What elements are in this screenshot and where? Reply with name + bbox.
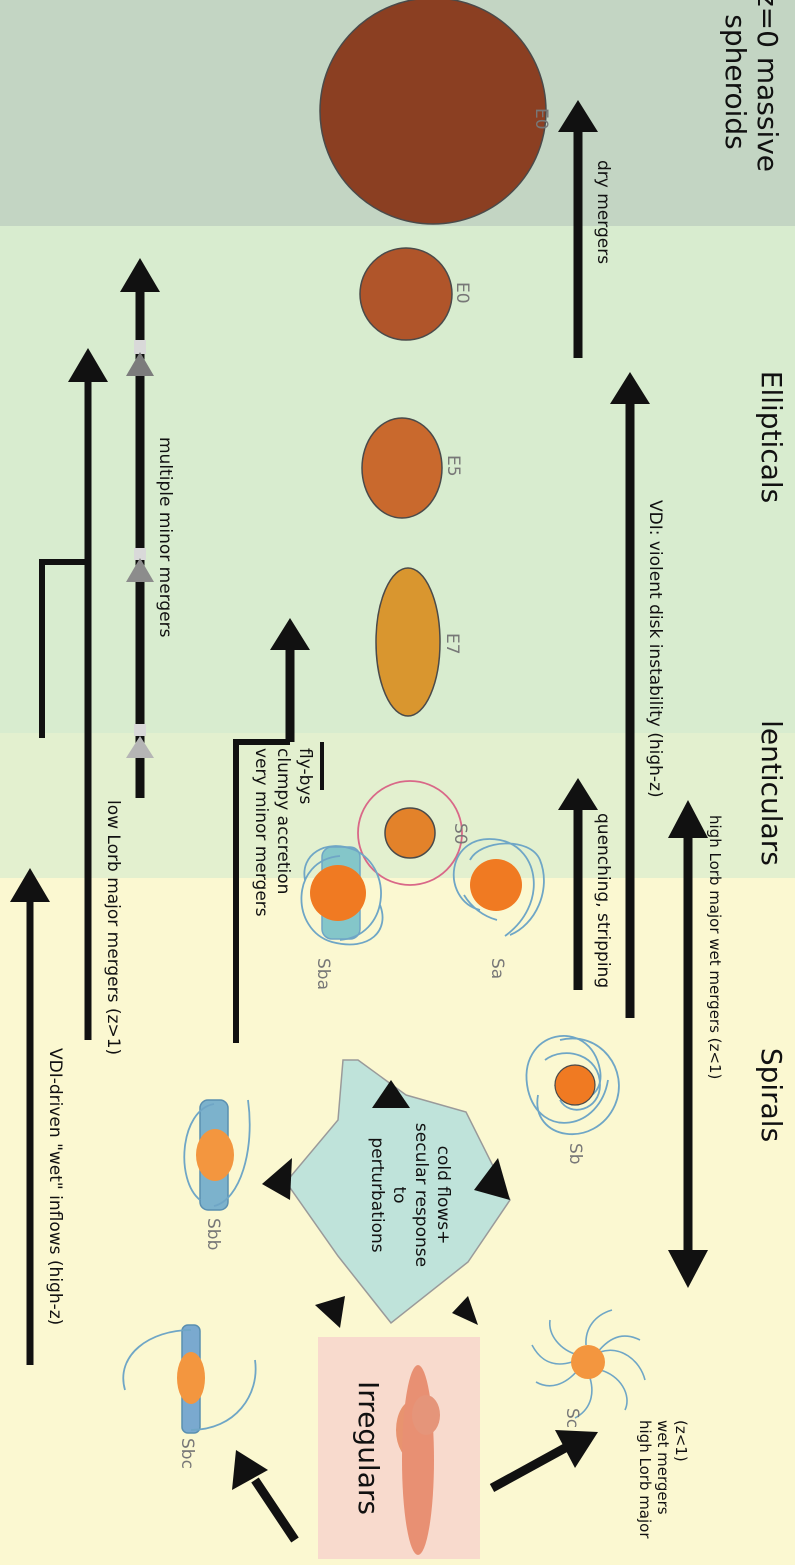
high-lorb-irr-line-1: high Lorb major bbox=[636, 1420, 654, 1539]
e0-massive-label: E0 bbox=[531, 108, 551, 130]
sbb-label: Sbb bbox=[203, 1218, 223, 1250]
minor-mergers-label: multiple minor mergers bbox=[155, 437, 175, 638]
sbc-label: Sbc bbox=[177, 1438, 197, 1469]
flyby-line-3: very minor mergers bbox=[251, 748, 271, 917]
quenching-label: quenching, stripping bbox=[593, 813, 613, 988]
zone-ellipticals: Ellipticals bbox=[755, 371, 788, 503]
e7-galaxy bbox=[376, 568, 440, 716]
vdi-label: VDI: violent disk instability (high-z) bbox=[645, 500, 665, 798]
zone-massive-text-2: spheroids bbox=[719, 14, 752, 150]
high-lorb-irr-line-2: wet mergers bbox=[654, 1420, 672, 1515]
flyby-line-1: fly-bys bbox=[295, 748, 315, 804]
zone-spirals: Spirals bbox=[755, 1048, 788, 1142]
zone-irregulars: Irregulars bbox=[352, 1381, 385, 1515]
sc-label: Sc bbox=[562, 1408, 582, 1428]
s0-label: S0 bbox=[450, 823, 470, 845]
star-line-4: perturbations bbox=[367, 1137, 387, 1252]
e5-galaxy bbox=[362, 418, 442, 518]
zone-lenticulars: lenticulars bbox=[755, 720, 788, 866]
star-line-1: cold flows+ bbox=[433, 1146, 453, 1245]
star-line-2: secular response bbox=[411, 1123, 431, 1267]
e0-massive-galaxy bbox=[320, 0, 546, 224]
zone-massive-text: z=0 massive bbox=[751, 0, 784, 172]
star-line-3: to bbox=[389, 1186, 409, 1203]
s0-bulge bbox=[385, 808, 435, 858]
wet-inflows-label: VDI-driven "wet" inflows (high-z) bbox=[45, 1048, 65, 1325]
low-lorb-label: low Lorb major mergers (z>1) bbox=[103, 800, 123, 1055]
dry-mergers-label: dry mergers bbox=[593, 160, 613, 264]
sb-label: Sb bbox=[565, 1143, 585, 1165]
sba-label: Sba bbox=[313, 958, 333, 990]
high-lorb-label: high Lorb major wet mergers (z<1) bbox=[706, 815, 724, 1079]
e0-label: E0 bbox=[452, 282, 472, 304]
flyby-line-2: clumpy accretion bbox=[273, 748, 293, 894]
sa-label: Sa bbox=[487, 958, 507, 979]
high-lorb-irr-line-3: (z<1) bbox=[672, 1420, 690, 1462]
irregulars-box bbox=[318, 1337, 480, 1559]
e0-galaxy bbox=[360, 248, 452, 340]
e7-label: E7 bbox=[442, 633, 462, 655]
e5-label: E5 bbox=[443, 455, 463, 477]
zone-label-massive: z=0 massive spheroids bbox=[719, 0, 784, 172]
